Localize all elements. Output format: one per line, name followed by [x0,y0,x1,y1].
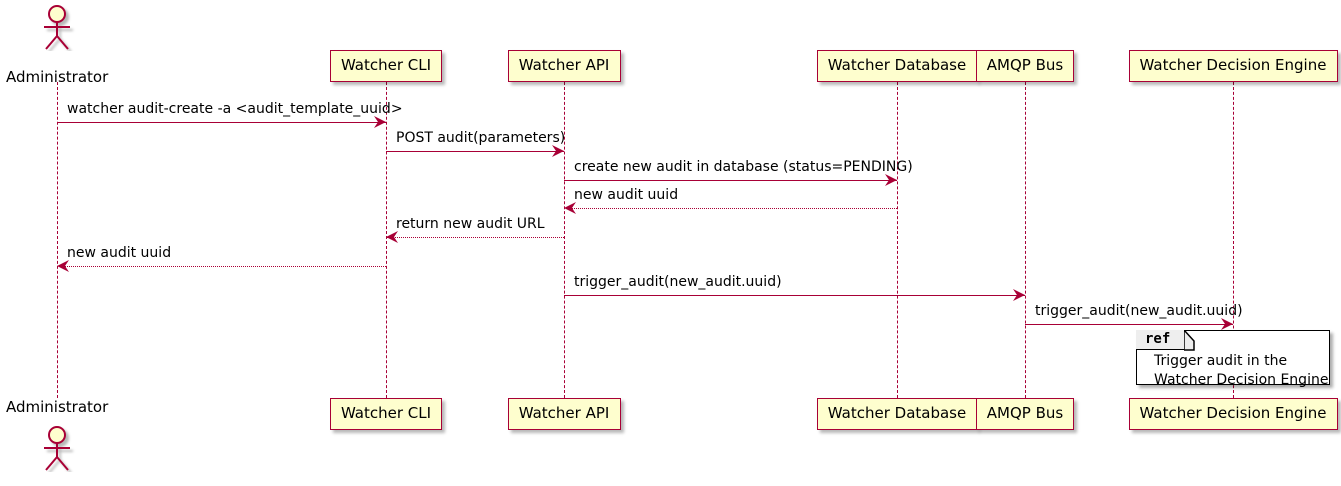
arrowhead-0 [374,116,386,128]
message-label-7: trigger_audit(new_audit.uuid) [1035,303,1243,319]
participant-box-amqp-bus-top[interactable]: AMQP Bus [976,50,1074,82]
lifeline-watcher-api [564,82,565,398]
participant-box-amqp-bus-bottom[interactable]: AMQP Bus [976,398,1074,430]
message-line-6 [564,295,1025,296]
arrowhead-2 [885,174,897,186]
participant-box-watcher-database-top[interactable]: Watcher Database [817,50,977,82]
ref-fragment-tab-label: ref [1136,330,1184,350]
actor-figure-bot [44,426,70,471]
arrowhead-6 [1013,289,1025,301]
participant-box-watcher-decision-engine-top[interactable]: Watcher Decision Engine [1128,50,1338,82]
message-line-0 [57,122,386,123]
message-label-6: trigger_audit(new_audit.uuid) [574,274,782,290]
ref-fragment-text-line-0: Trigger audit in the [1154,353,1288,369]
arrowhead-5 [57,260,69,272]
message-line-4 [386,237,564,238]
message-label-3: new audit uuid [574,187,679,203]
message-line-3 [564,208,897,209]
arrowhead-1 [552,145,564,157]
participant-box-watcher-database-bottom[interactable]: Watcher Database [817,398,977,430]
ref-fragment-text-line-1: Watcher Decision Engine [1154,372,1329,388]
participant-box-watcher-api-top[interactable]: Watcher API [507,50,621,82]
participant-box-watcher-api-bottom[interactable]: Watcher API [507,398,621,430]
message-line-2 [564,180,897,181]
ref-fragment-tab-notch [1184,330,1195,351]
lifeline-watcher-database [897,82,898,398]
arrowhead-7 [1221,318,1233,330]
actor-label-bottom-administrator: Administrator [6,398,109,416]
message-label-2: create new audit in database (status=PEN… [574,159,913,175]
lifeline-watcher-cli [386,82,387,398]
arrowhead-4 [386,231,398,243]
message-line-1 [386,151,564,152]
message-line-7 [1025,324,1233,325]
participant-box-watcher-cli-bottom[interactable]: Watcher CLI [330,398,442,430]
participant-box-watcher-cli-top[interactable]: Watcher CLI [330,50,442,82]
participant-box-watcher-decision-engine-bottom[interactable]: Watcher Decision Engine [1128,398,1338,430]
message-line-5 [57,266,386,267]
lifeline-amqp-bus [1025,82,1026,398]
lifeline-administrator [57,82,58,398]
message-label-1: POST audit(parameters) [396,130,566,146]
actor-figure-top [44,5,70,50]
arrowhead-3 [564,202,576,214]
message-label-0: watcher audit-create -a <audit_template_… [67,101,403,117]
message-label-5: new audit uuid [67,245,172,261]
message-label-4: return new audit URL [396,216,545,232]
actor-label-top-administrator: Administrator [6,68,109,86]
lifeline-watcher-decision-engine [1233,82,1234,398]
